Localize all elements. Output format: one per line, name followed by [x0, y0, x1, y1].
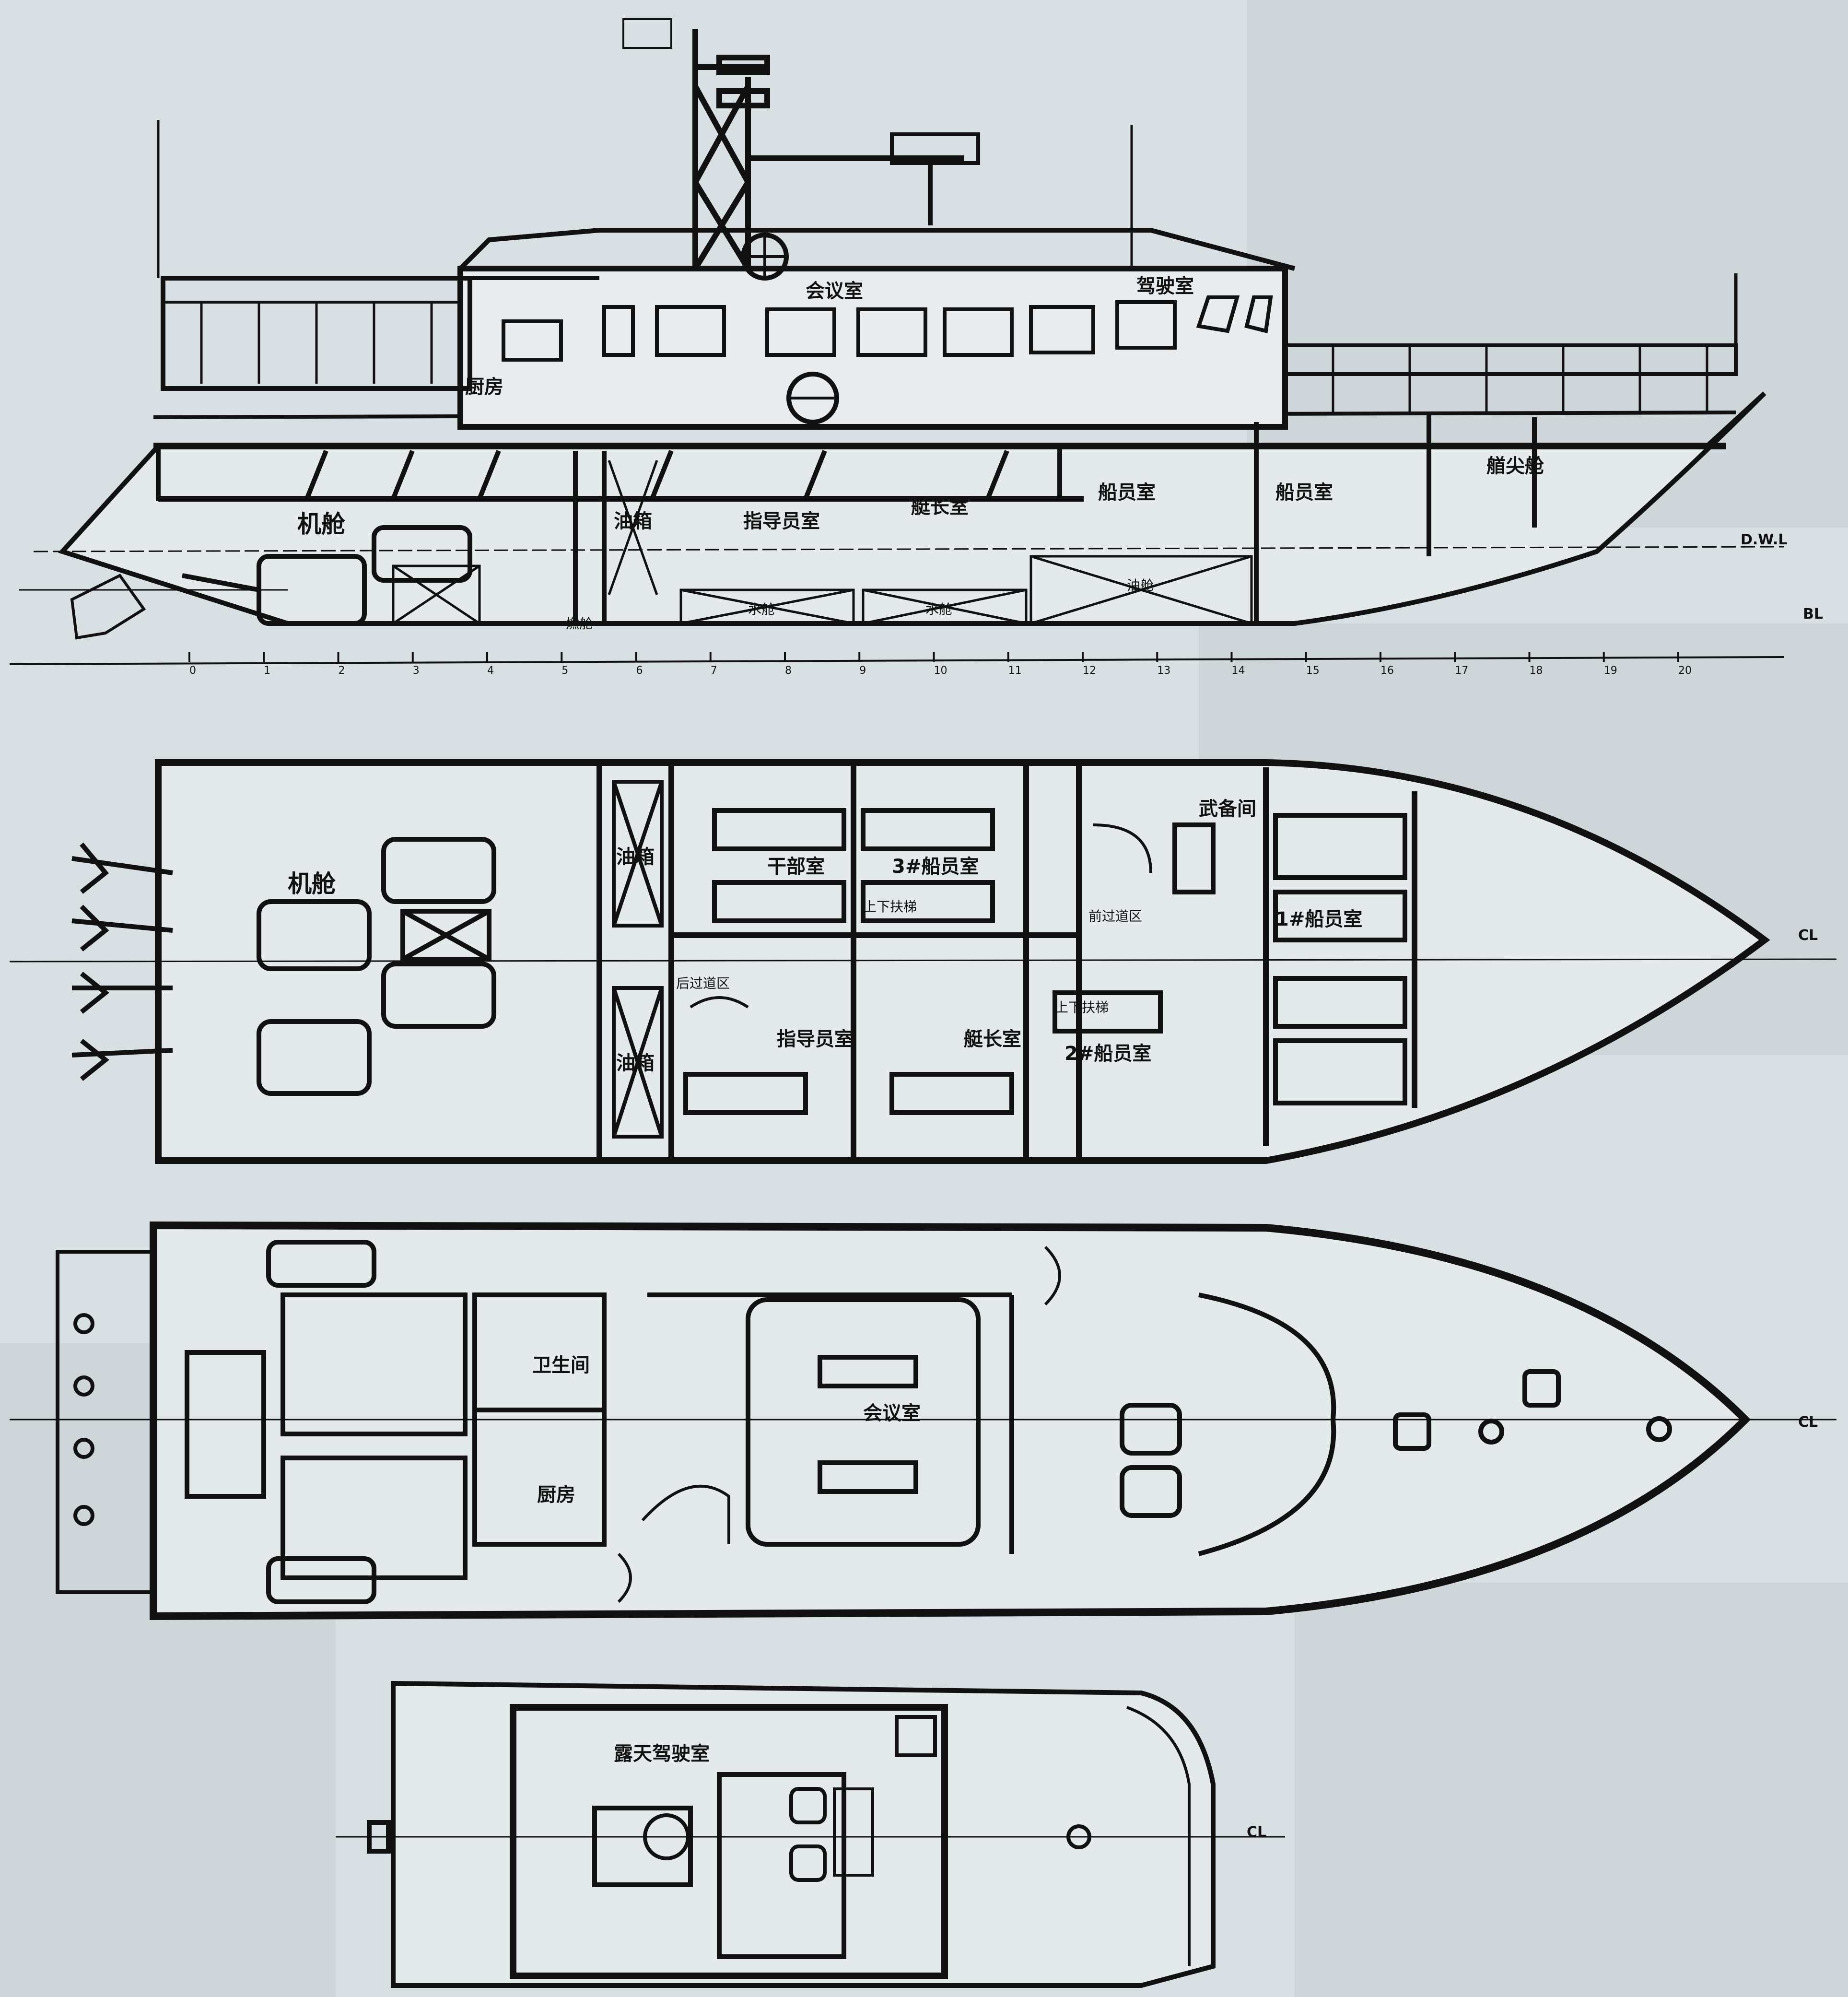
- frame-number: 13: [1157, 665, 1170, 677]
- label-main-meeting: 会议室: [863, 1402, 921, 1424]
- frame-number: 14: [1232, 665, 1245, 677]
- frame-number: 0: [189, 665, 196, 677]
- flying-bridge-outline: [391, 1680, 1216, 1988]
- frame-number: 10: [934, 665, 947, 677]
- label-lower-armory: 武备间: [1199, 798, 1256, 820]
- label-profile-engine: 机舱: [297, 510, 345, 538]
- profile-labels: 会议室 驾驶室 厨房 机舱 油箱 指导员室 艇长室 船员室 船员室 艏尖舱 水舱…: [297, 275, 1823, 632]
- lower-deck-outline: [155, 759, 1770, 1164]
- lower-deck-stairs: [690, 823, 1152, 1009]
- label-profile-galley: 厨房: [465, 376, 503, 398]
- frame-number: 17: [1455, 665, 1468, 677]
- label-profile-tank-1: 水舱: [748, 601, 775, 617]
- label-main-galley: 厨房: [537, 1484, 575, 1506]
- label-lower-stair-b: 上下扶梯: [1055, 999, 1109, 1015]
- label-lower-instructor: 指导员室: [777, 1028, 854, 1050]
- profile-bulkheads: [573, 412, 1537, 623]
- frame-number: 2: [339, 665, 345, 677]
- frame-number: 15: [1306, 665, 1320, 677]
- frame-number: 19: [1604, 665, 1617, 677]
- label-profile-meeting: 会议室: [806, 280, 863, 302]
- main-deck-plan: [10, 1221, 1836, 1621]
- hull-outline: [58, 391, 1766, 626]
- label-profile-crew-b: 船员室: [1275, 482, 1333, 504]
- frame-number: 1: [264, 665, 270, 677]
- frame-number: 20: [1678, 665, 1692, 677]
- label-lower-corridor-aft: 后过道区: [676, 975, 730, 991]
- label-profile-captain: 艇长室: [911, 496, 969, 518]
- frame-number: 4: [487, 665, 494, 677]
- label-profile-tank-4: 燃舱: [566, 616, 593, 632]
- lower-deck-labels: 机舱 油箱 油箱 干部室 3#船员室 指导员室 艇长室 2#船员室 1#船员室 …: [288, 798, 1818, 1074]
- base-line: [9, 656, 1784, 665]
- label-profile-crew-a: 船员室: [1098, 482, 1156, 504]
- lower-deck-bulkheads: [597, 763, 1417, 1161]
- label-lower-crew3: 3#船员室: [892, 856, 979, 878]
- frame-number: 18: [1530, 665, 1543, 677]
- frame-number: 8: [785, 665, 792, 677]
- mast: [622, 18, 964, 270]
- label-profile-forepeak: 艏尖舱: [1486, 455, 1544, 477]
- label-dwl: D.W.L: [1741, 531, 1787, 548]
- label-lower-crew2: 2#船员室: [1064, 1043, 1151, 1065]
- propeller-icon: [70, 574, 146, 640]
- label-flying-bridge-cl: CL: [1247, 1824, 1266, 1841]
- label-lower-fuel-1: 油箱: [616, 846, 655, 868]
- frame-number: 9: [859, 665, 866, 677]
- label-profile-fuel: 油箱: [614, 510, 652, 532]
- label-main-toilet: 卫生间: [532, 1354, 590, 1376]
- label-flying-bridge: 露天驾驶室: [614, 1743, 710, 1765]
- dwl-line: [33, 546, 1784, 552]
- lower-deck-engines: [257, 837, 496, 1096]
- label-lower-officer: 干部室: [767, 856, 825, 878]
- main-deck-outline: [150, 1221, 1751, 1621]
- lower-deck-plan: [9, 759, 1837, 1164]
- label-lower-corridor-fwd: 前过道区: [1088, 908, 1142, 924]
- label-lower-crew1: 1#船员室: [1275, 908, 1362, 930]
- label-lower-stair-a: 上下扶梯: [863, 899, 917, 915]
- label-lower-captain: 艇长室: [964, 1028, 1021, 1050]
- profile-view: [9, 18, 1784, 665]
- main-deck-partitions: [185, 1240, 1672, 1604]
- frame-number: 16: [1380, 665, 1394, 677]
- label-profile-wheelhouse: 驾驶室: [1136, 275, 1194, 297]
- label-lower-fuel-2: 油箱: [616, 1052, 655, 1074]
- label-bl: BL: [1803, 606, 1823, 623]
- label-lower-engine: 机舱: [288, 870, 336, 898]
- label-profile-tank-2: 水舱: [925, 601, 952, 617]
- label-lower-cl: CL: [1798, 927, 1818, 944]
- frame-number: 12: [1083, 665, 1096, 677]
- profile-windows: [502, 295, 1273, 362]
- frame-number: 5: [561, 665, 568, 677]
- label-profile-instructor: 指导员室: [743, 510, 820, 532]
- frame-number: 3: [413, 665, 420, 677]
- frame-number: 11: [1008, 665, 1022, 677]
- label-profile-tank-3: 油舱: [1127, 577, 1154, 593]
- flying-bridge-plan: [336, 1680, 1285, 1988]
- frame-number: 7: [711, 665, 717, 677]
- main-deck-stair: [641, 1484, 730, 1544]
- flying-bridge-labels: 露天驾驶室 CL: [614, 1743, 1266, 1841]
- main-deck-labels: 卫生间 会议室 厨房 CL: [532, 1354, 1818, 1506]
- waterjet-icons: [71, 842, 173, 1081]
- frame-number: 6: [636, 665, 643, 677]
- lower-deck-berths: [683, 808, 1407, 1115]
- label-main-cl: CL: [1798, 1414, 1818, 1431]
